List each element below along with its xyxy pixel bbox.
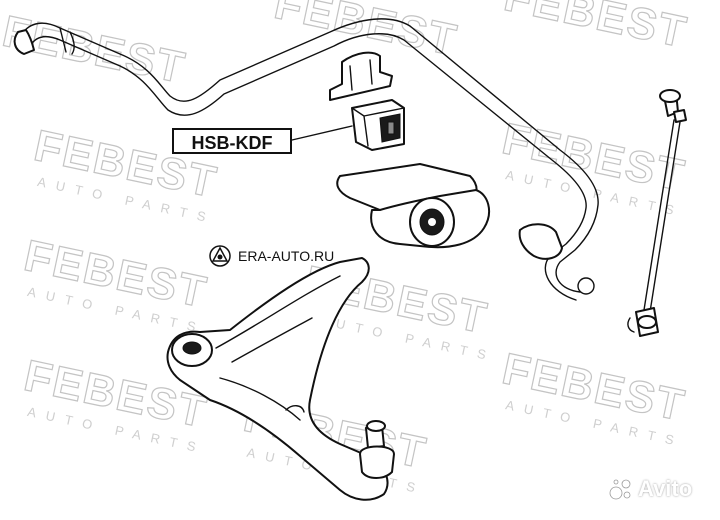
- avito-watermark-text: Avito: [638, 476, 693, 501]
- watermark-brand: FEBEST: [500, 0, 692, 58]
- era-auto-logo-icon: [209, 245, 231, 267]
- avito-watermark: Avito: [608, 476, 692, 502]
- site-watermark: ERA-AUTO.RU: [208, 244, 334, 268]
- leader-line: [291, 125, 353, 141]
- stabilizer-bar: [13, 18, 599, 301]
- stabilizer-bushing: [351, 99, 405, 151]
- part-number-label: HSB-KDF: [172, 128, 292, 154]
- bushing-bracket: [329, 51, 393, 101]
- avito-logo-icon: [609, 479, 631, 500]
- stabilizer-link: [627, 89, 687, 337]
- site-watermark-text: ERA-AUTO.RU: [238, 248, 335, 264]
- lower-control-arm: [166, 257, 395, 501]
- arm-bushing-bracket: [336, 163, 491, 249]
